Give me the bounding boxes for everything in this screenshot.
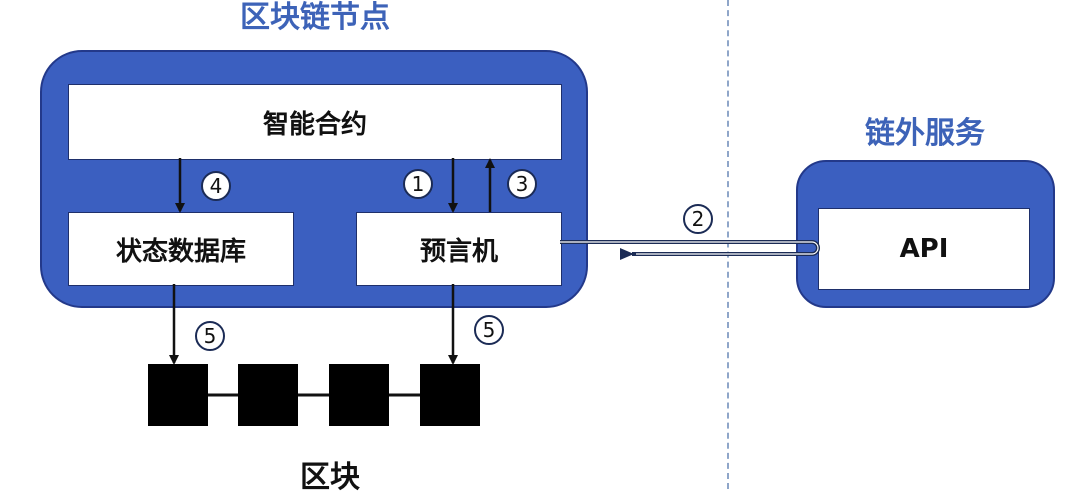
divider-dashed-line xyxy=(727,0,729,489)
step-1-badge: 1 xyxy=(403,169,433,199)
blockchain-node-title: 区块链节点 xyxy=(240,0,390,35)
step-2-badge: 2 xyxy=(683,204,713,234)
step-4-badge: 4 xyxy=(201,171,231,201)
block-1 xyxy=(148,364,208,426)
blocks-label: 区块 xyxy=(300,460,360,495)
step-5-badge-left: 5 xyxy=(195,321,225,351)
offchain-service-title: 链外服务 xyxy=(865,116,985,151)
api-box: API xyxy=(818,208,1030,290)
step-5-badge-right: 5 xyxy=(474,315,504,345)
block-4 xyxy=(420,364,480,426)
state-database-box: 状态数据库 xyxy=(68,212,294,286)
block-3 xyxy=(329,364,389,426)
arrow-2 xyxy=(560,240,820,260)
block-2 xyxy=(238,364,298,426)
step-3-badge: 3 xyxy=(507,169,537,199)
oracle-box: 预言机 xyxy=(356,212,562,286)
smart-contract-box: 智能合约 xyxy=(68,84,562,160)
